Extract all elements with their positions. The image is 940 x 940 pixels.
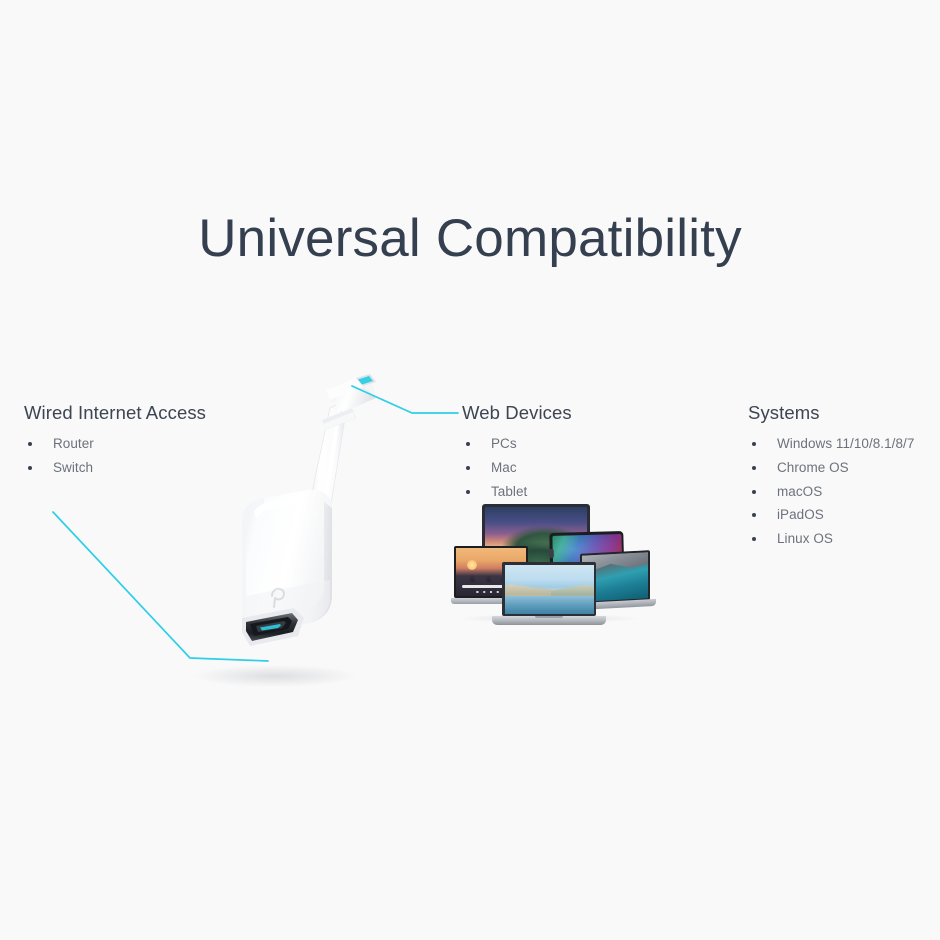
list-item: Tablet bbox=[462, 480, 572, 504]
list-item: Switch bbox=[24, 456, 206, 480]
bullet-icon bbox=[752, 489, 756, 494]
page-title: Universal Compatibility bbox=[198, 209, 742, 268]
list-item-label: Mac bbox=[491, 459, 517, 475]
surface-wallpaper-hill-left bbox=[504, 584, 553, 596]
bullet-icon bbox=[28, 465, 32, 470]
surface-wallpaper-hill-right bbox=[550, 584, 594, 596]
list-item-label: iPadOS bbox=[777, 507, 824, 523]
usb-c-connector bbox=[322, 374, 376, 430]
laptop-wallpaper-silhouettes bbox=[461, 571, 521, 582]
column-heading-wired: Wired Internet Access bbox=[24, 402, 207, 423]
list-wired: Router Switch bbox=[24, 432, 206, 480]
laptop-ui-bar bbox=[461, 584, 521, 589]
list-item: Router bbox=[24, 432, 206, 456]
list-item: Mac bbox=[462, 456, 572, 480]
list-item: Linux OS bbox=[748, 527, 914, 551]
surface-lid bbox=[502, 562, 596, 616]
list-item: iPadOS bbox=[748, 503, 914, 527]
bullet-icon bbox=[752, 537, 756, 542]
laptop-wallpaper-sun bbox=[467, 560, 478, 571]
list-item-label: Linux OS bbox=[777, 531, 833, 547]
laptop-ui-dots bbox=[474, 589, 508, 594]
adapter-body bbox=[242, 489, 332, 646]
list-item-label: Windows 11/10/8.1/8/7 bbox=[777, 436, 915, 451]
list-item-label: macOS bbox=[777, 483, 823, 499]
list-systems: Windows 11/10/8.1/8/7 Chrome OS macOS iP… bbox=[748, 432, 914, 551]
list-item-label: Switch bbox=[53, 459, 94, 475]
web-devices-cluster-image bbox=[451, 502, 656, 628]
bullet-icon bbox=[466, 442, 470, 446]
column-systems: Systems Windows 11/10/8.1/8/7 Chrome OS … bbox=[748, 402, 914, 551]
bullet-icon bbox=[752, 513, 756, 518]
list-item: macOS bbox=[748, 480, 914, 504]
bullet-icon bbox=[752, 465, 756, 470]
adapter-illustration bbox=[193, 374, 376, 687]
surface-base bbox=[492, 616, 606, 625]
list-item: Windows 11/10/8.1/8/7 bbox=[748, 432, 914, 456]
list-web-devices: PCs Mac Tablet bbox=[462, 432, 572, 503]
bullet-icon bbox=[466, 489, 470, 494]
bullet-icon bbox=[28, 442, 32, 446]
product-image-usb-c-ethernet-adapter bbox=[180, 360, 410, 690]
list-item: Chrome OS bbox=[748, 456, 914, 480]
surface-wallpaper-water bbox=[504, 595, 594, 614]
laptop-base bbox=[451, 598, 531, 604]
list-item-label: PCs bbox=[491, 436, 517, 451]
usb-c-tip-highlight bbox=[358, 376, 373, 385]
column-heading-web-devices: Web Devices bbox=[462, 402, 572, 423]
list-item-label: Tablet bbox=[491, 483, 528, 499]
bullet-icon bbox=[752, 442, 756, 446]
list-item-label: Router bbox=[53, 436, 94, 451]
list-item-label: Chrome OS bbox=[777, 459, 849, 475]
adapter-shadow bbox=[193, 665, 357, 687]
tp-link-logo bbox=[271, 587, 285, 608]
device-surface-laptop bbox=[492, 562, 606, 628]
column-web-devices: Web Devices PCs Mac Tablet bbox=[462, 402, 572, 503]
surface-screen bbox=[504, 564, 594, 614]
list-item: PCs bbox=[462, 432, 572, 456]
column-heading-systems: Systems bbox=[748, 402, 820, 423]
column-wired-internet-access: Wired Internet Access Router Switch bbox=[24, 402, 206, 480]
bullet-icon bbox=[466, 465, 470, 470]
ipad-camera-bump bbox=[548, 548, 554, 558]
